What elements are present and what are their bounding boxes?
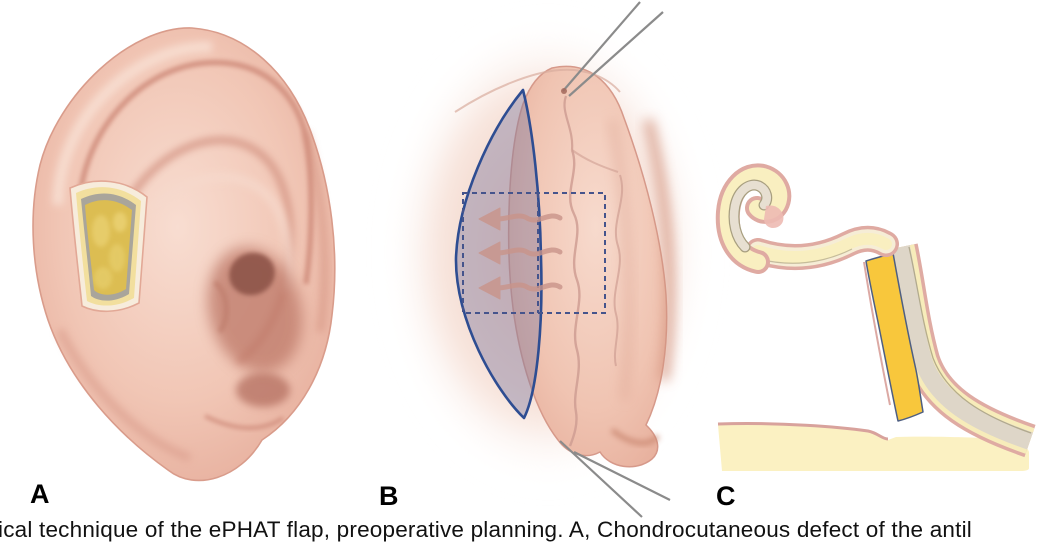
antitragus-shadow (236, 373, 290, 407)
needle-icon (562, 1, 641, 92)
fascia-layer (892, 245, 1033, 450)
needle-icon (568, 11, 664, 97)
helix-notch (764, 205, 784, 228)
advancement-arrows (478, 207, 563, 300)
chondrocutaneous-defect (69, 180, 148, 313)
antihelix-highlight (146, 172, 294, 293)
advancement-arrow (478, 241, 563, 265)
needle-icon (573, 451, 671, 501)
lower-helix-shadow (56, 328, 192, 462)
panel-b-label: B (379, 481, 399, 511)
layer-boundary-line (908, 246, 1032, 434)
ear-canal-shadow (229, 252, 275, 296)
advancement-arrow (478, 276, 563, 300)
helix-cross-section (715, 163, 792, 274)
right-edge-shadow (303, 131, 328, 333)
panel-a-illustration (32, 27, 336, 482)
postauricular-layers (884, 243, 1036, 458)
ear-lateral-view (32, 27, 336, 482)
superior-fold-line (454, 68, 621, 113)
advancement-arrow (478, 207, 563, 231)
marking-needles (559, 1, 671, 518)
perforator-vessels (563, 95, 624, 447)
needle-entry-point (561, 88, 567, 94)
flap-skin-edge (863, 261, 891, 406)
sulcus-shadow (609, 119, 632, 401)
panel-c-illustration (715, 163, 1036, 471)
helix-back-shadow (643, 118, 675, 381)
helix-cartilage (729, 180, 771, 252)
tragus-crease (213, 280, 229, 334)
ear-posterior-view (454, 65, 675, 468)
helix-highlight (52, 41, 213, 206)
scapha-band (745, 225, 899, 271)
cartilage-texture (92, 212, 127, 289)
figure-caption: ical technique of the ePHAT flap, preope… (0, 517, 972, 542)
lobe-crease (204, 414, 285, 430)
dashed-excision-area (462, 192, 606, 314)
needle-icon (559, 440, 643, 518)
panel-c-label: C (716, 481, 736, 511)
panel-b-illustration (390, 1, 706, 518)
lobule-fold (610, 428, 660, 446)
scalp-skin-line (717, 422, 889, 441)
mastoid-base (717, 422, 1029, 471)
panel-a-label: A (30, 479, 50, 509)
helix-crease (77, 59, 314, 285)
